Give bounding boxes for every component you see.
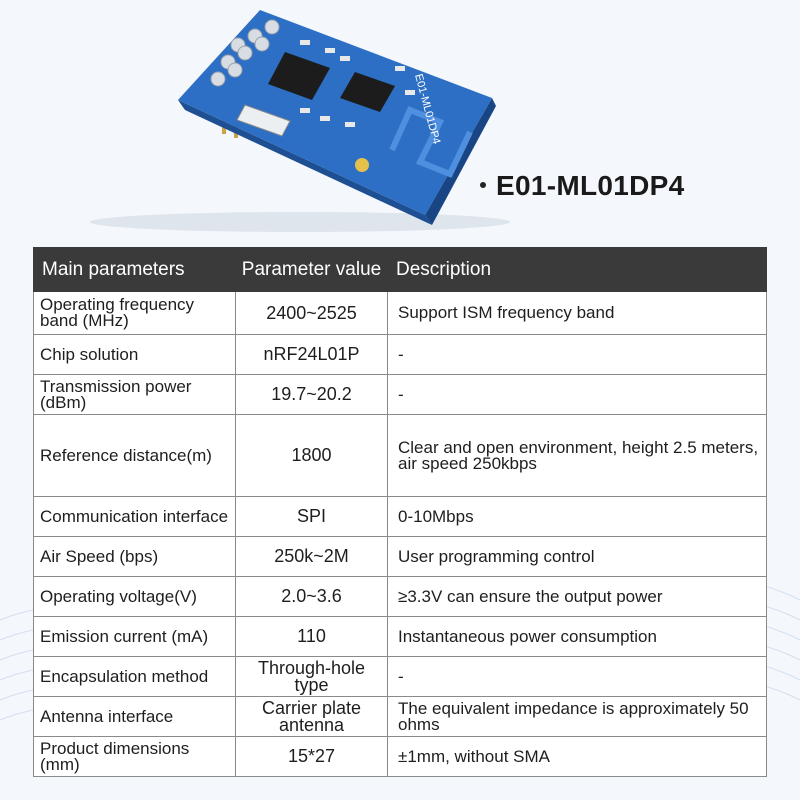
parameter-name: Transmission power (dBm) (33, 374, 236, 415)
parameter-name: Air Speed (bps) (33, 536, 236, 577)
parameter-description: Support ISM frequency band (387, 291, 767, 335)
parameter-description: - (387, 334, 767, 375)
parameter-description: Instantaneous power consumption (387, 616, 767, 657)
table-row: Operating voltage(V) 2.0~3.6 ≥3.3V can e… (33, 576, 767, 617)
header-parameter-value: Parameter value (235, 247, 388, 292)
product-hero: E01-ML01DP4 E01-ML01DP4 (0, 0, 800, 240)
parameter-value: Through-hole type (235, 656, 388, 697)
parameter-value: 2400~2525 (235, 291, 388, 335)
table-header-row: Main parameters Parameter value Descript… (33, 247, 767, 292)
table-row: Chip solution nRF24L01P - (33, 334, 767, 375)
parameter-description: - (387, 656, 767, 697)
table-row: Reference distance(m) 1800 Clear and ope… (33, 414, 767, 497)
parameter-name: Emission current (mA) (33, 616, 236, 657)
table-row: Emission current (mA) 110 Instantaneous … (33, 616, 767, 657)
parameter-name: Product dimensions (mm) (33, 736, 236, 777)
rf-module-image: E01-ML01DP4 (90, 10, 510, 232)
parameter-value: 250k~2M (235, 536, 388, 577)
parameter-value: SPI (235, 496, 388, 537)
parameter-value: 110 (235, 616, 388, 657)
table-row: Air Speed (bps) 250k~2M User programming… (33, 536, 767, 577)
parameter-value: nRF24L01P (235, 334, 388, 375)
table-row: Product dimensions (mm) 15*27 ±1mm, with… (33, 736, 767, 777)
table-row: Antenna interface Carrier plate antenna … (33, 696, 767, 737)
table-row: Transmission power (dBm) 19.7~20.2 - (33, 374, 767, 415)
model-name-text: E01-ML01DP4 (496, 170, 685, 201)
parameter-name: Reference distance(m) (33, 414, 236, 497)
parameter-description: Clear and open environment, height 2.5 m… (387, 414, 767, 497)
table-row: Communication interface SPI 0-10Mbps (33, 496, 767, 537)
parameter-value: 19.7~20.2 (235, 374, 388, 415)
parameter-name: Encapsulation method (33, 656, 236, 697)
product-model-name: E01-ML01DP4 (480, 170, 685, 202)
parameter-name: Operating voltage(V) (33, 576, 236, 617)
parameter-description: 0-10Mbps (387, 496, 767, 537)
parameter-name: Chip solution (33, 334, 236, 375)
parameter-name: Communication interface (33, 496, 236, 537)
parameter-description: ±1mm, without SMA (387, 736, 767, 777)
parameter-name: Operating frequency band (MHz) (33, 291, 236, 335)
parameter-value: Carrier plate antenna (235, 696, 388, 737)
table-row: Operating frequency band (MHz) 2400~2525… (33, 291, 767, 335)
header-description: Description (387, 247, 767, 292)
bullet-icon (480, 181, 486, 188)
parameter-name: Antenna interface (33, 696, 236, 737)
header-main-parameters: Main parameters (33, 247, 236, 292)
parameter-description: User programming control (387, 536, 767, 577)
parameter-value: 1800 (235, 414, 388, 497)
table-row: Encapsulation method Through-hole type - (33, 656, 767, 697)
parameter-description: The equivalent impedance is approximatel… (387, 696, 767, 737)
parameter-description: - (387, 374, 767, 415)
parameter-description: ≥3.3V can ensure the output power (387, 576, 767, 617)
parameter-value: 2.0~3.6 (235, 576, 388, 617)
parameters-table: Main parameters Parameter value Descript… (33, 247, 767, 777)
parameter-value: 15*27 (235, 736, 388, 777)
